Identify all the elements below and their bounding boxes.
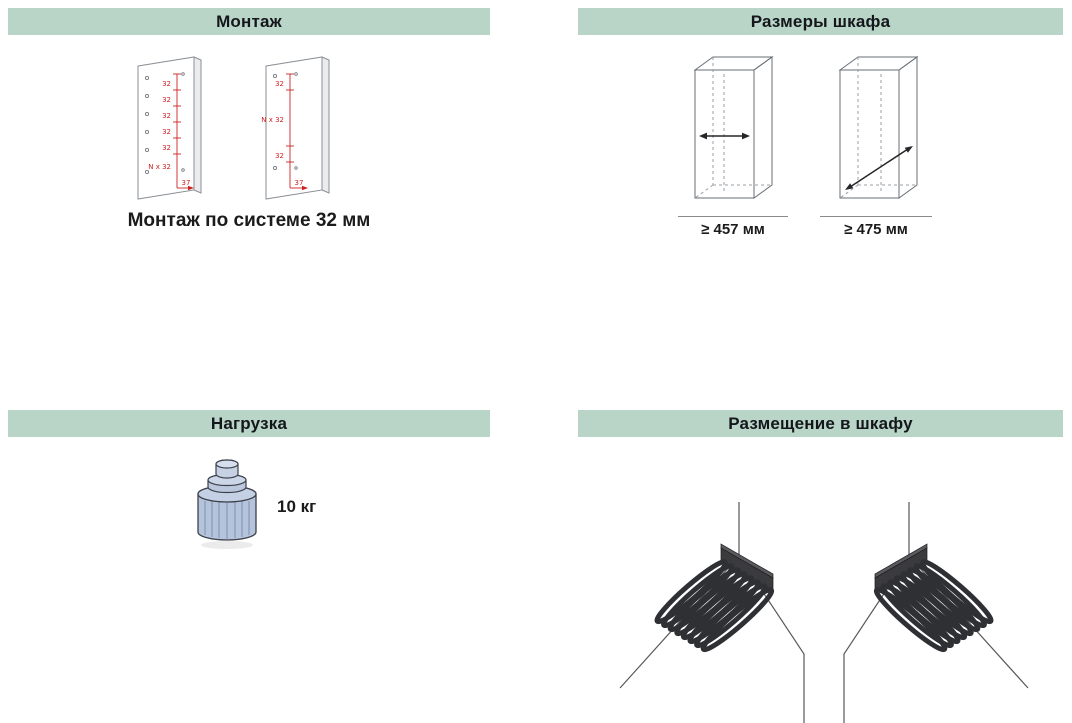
montage-diagram: 32 32 32 32 32 N x 32 37 — [137, 56, 330, 200]
load-section-title: Нагрузка — [210, 413, 288, 433]
montage-section-title: Монтаж — [216, 11, 282, 31]
step-label: 32 — [275, 152, 284, 160]
step-label: 32 — [162, 128, 171, 136]
depth-arrow — [846, 146, 912, 190]
offset-label: 37 — [295, 179, 304, 187]
rack-in-corner-left — [620, 502, 804, 723]
dimension-chain-right: 32 N x 32 32 37 — [261, 73, 308, 191]
weight-shadow — [201, 541, 253, 549]
step-label: 32 — [162, 80, 171, 88]
drill-holes — [272, 72, 298, 171]
rack-in-corner-right — [844, 502, 1028, 723]
arrowhead-back — [904, 146, 913, 153]
weight-ribs — [204, 498, 250, 539]
placement-section-header: Размещение в шкафу — [578, 410, 1063, 437]
cabinet-dimensions-diagram — [693, 56, 919, 199]
dimension-arrowhead — [302, 185, 308, 191]
step-label: 32 — [275, 80, 284, 88]
arrowhead-front — [845, 183, 854, 190]
step-label: 32 — [162, 112, 171, 120]
load-capacity-label: 10 кг — [277, 497, 317, 516]
dimension-arrowhead — [188, 185, 194, 191]
drilled-panel-right: 32 N x 32 32 37 — [261, 56, 330, 200]
series-label: N x 32 — [261, 116, 284, 124]
cabinet-dimensions-section-title: Размеры шкафа — [750, 11, 891, 31]
montage-section-header: Монтаж — [8, 8, 490, 35]
cabinet-wireframe-depth — [838, 56, 919, 199]
placement-diagram — [585, 492, 1063, 723]
series-label: N x 32 — [148, 163, 171, 171]
cabinet-wireframe-width — [693, 56, 774, 199]
montage-caption: Монтаж по системе 32 мм — [127, 210, 371, 231]
arrowhead-left — [699, 132, 707, 140]
placement-section-title: Размещение в шкафу — [728, 413, 913, 433]
drill-holes — [144, 72, 185, 175]
cabinet-width-label: ≥ 457 мм — [678, 216, 788, 238]
dimension-chain-left: 32 32 32 32 32 N x 32 37 — [148, 73, 194, 191]
load-section-header: Нагрузка — [8, 410, 490, 437]
cabinet-dimensions-section-header: Размеры шкафа — [578, 8, 1063, 35]
arrowhead-right — [742, 132, 750, 140]
load-diagram — [197, 459, 257, 549]
weight-icon — [197, 459, 257, 549]
offset-label: 37 — [182, 179, 191, 187]
step-label: 32 — [162, 96, 171, 104]
cabinet-depth-label: ≥ 475 мм — [820, 216, 932, 238]
step-label: 32 — [162, 144, 171, 152]
drilled-panel-left: 32 32 32 32 32 N x 32 37 — [137, 56, 202, 200]
